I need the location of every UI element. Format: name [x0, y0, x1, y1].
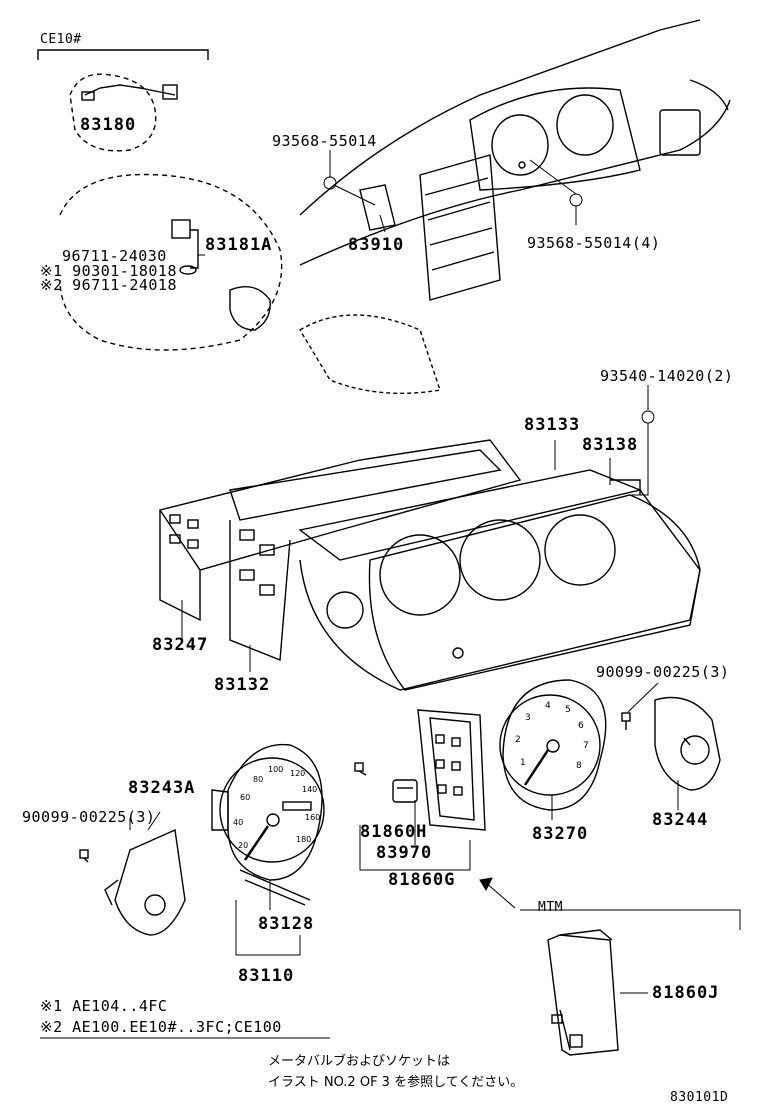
- part-83270-label[interactable]: 83270: [532, 824, 589, 844]
- tacho-tick: 8: [576, 761, 582, 771]
- part-83132-label[interactable]: 83132: [214, 675, 271, 695]
- part-93568-55014-4-label[interactable]: 93568-55014(4): [527, 234, 661, 252]
- speedometer-ticks: 20 40 60 80 100 120 140 160 180: [233, 765, 320, 850]
- socket-81860j-mtm: [547, 929, 619, 1056]
- tacho-tick: 5: [565, 705, 571, 715]
- printed-circuit-83970: [417, 709, 486, 831]
- japanese-note-line1: メータバルブおよびソケットは: [268, 1054, 451, 1069]
- part-83133-label[interactable]: 83133: [524, 415, 581, 435]
- dashboard-outline: [299, 19, 731, 395]
- mtm-label: MTM: [538, 900, 563, 915]
- part-93568-55014-label[interactable]: 93568-55014: [272, 132, 377, 150]
- tacho-tick: 4: [545, 701, 551, 711]
- speedo-tick: 80: [253, 775, 263, 784]
- transmission-outline: [59, 173, 283, 351]
- screw-left: [79, 849, 89, 863]
- part-83243a-label[interactable]: 83243A: [128, 778, 196, 798]
- fuel-temp-gauge-83244: [654, 696, 721, 791]
- part-83910-label[interactable]: 83910: [348, 235, 405, 255]
- speedo-tick: 40: [233, 818, 243, 827]
- part-83247-label[interactable]: 83247: [152, 635, 209, 655]
- part-81860j-label[interactable]: 81860J: [652, 983, 720, 1003]
- part-83970-label[interactable]: 83970: [376, 843, 433, 863]
- part-83110-label[interactable]: 83110: [238, 966, 295, 986]
- sensor-83180: [69, 73, 178, 152]
- speedo-tick: 120: [290, 769, 305, 778]
- fuel-gauge-83243a: [104, 828, 186, 936]
- part-81860g-label[interactable]: 81860G: [388, 870, 456, 890]
- cluster-back-plates: [158, 439, 701, 691]
- diagram-id: 830101D: [670, 1090, 729, 1105]
- tacho-tick: 2: [515, 735, 521, 745]
- speedo-tick: 140: [302, 785, 317, 794]
- speedo-tick: 180: [296, 835, 311, 844]
- japanese-note-line2: イラスト NO.2 OF 3 を参照してください。: [268, 1075, 524, 1090]
- part-83180-label[interactable]: 83180: [80, 115, 137, 135]
- part-93540-14020-label[interactable]: 93540-14020(2): [600, 367, 734, 385]
- part-96711-24030-label[interactable]: 96711-24030: [62, 247, 167, 265]
- part-96711-24018-label[interactable]: ※2 96711-24018: [40, 276, 177, 294]
- tacho-tick: 1: [520, 758, 526, 768]
- speedo-tick: 60: [240, 793, 250, 802]
- part-81860h-label[interactable]: 81860H: [360, 822, 428, 842]
- screw-right: [621, 712, 631, 730]
- part-83138-label[interactable]: 83138: [582, 435, 639, 455]
- part-90099-00225-right-label[interactable]: 90099-00225(3): [596, 663, 730, 681]
- tachometer-83270: [499, 679, 607, 811]
- part-83244-label[interactable]: 83244: [652, 810, 709, 830]
- tacho-tick: 3: [525, 713, 531, 723]
- note-1: ※1 AE104..4FC: [40, 997, 168, 1015]
- speedometer-83128: [211, 743, 325, 906]
- part-83128-label[interactable]: 83128: [258, 914, 315, 934]
- speedo-tick: 20: [238, 841, 248, 850]
- part-83181a-label[interactable]: 83181A: [205, 235, 273, 255]
- tacho-tick: 6: [578, 721, 584, 731]
- leader-lines: [129, 150, 741, 994]
- speedo-tick: 160: [305, 813, 320, 822]
- part-90301-18018-label[interactable]: ※1 90301-18018: [40, 262, 177, 280]
- bulb-socket-81860h: [354, 762, 418, 803]
- tacho-tick: 7: [583, 741, 589, 751]
- part-90099-00225-left-label[interactable]: 90099-00225(3): [22, 808, 156, 826]
- tachometer-ticks: 1 2 3 4 5 6 7 8: [515, 701, 589, 771]
- speedo-tick: 100: [268, 765, 283, 774]
- ce10-bracket: [37, 49, 209, 60]
- note-2: ※2 AE100.EE10#..3FC;CE100: [40, 1018, 282, 1036]
- ce10-label: CE10#: [40, 32, 82, 47]
